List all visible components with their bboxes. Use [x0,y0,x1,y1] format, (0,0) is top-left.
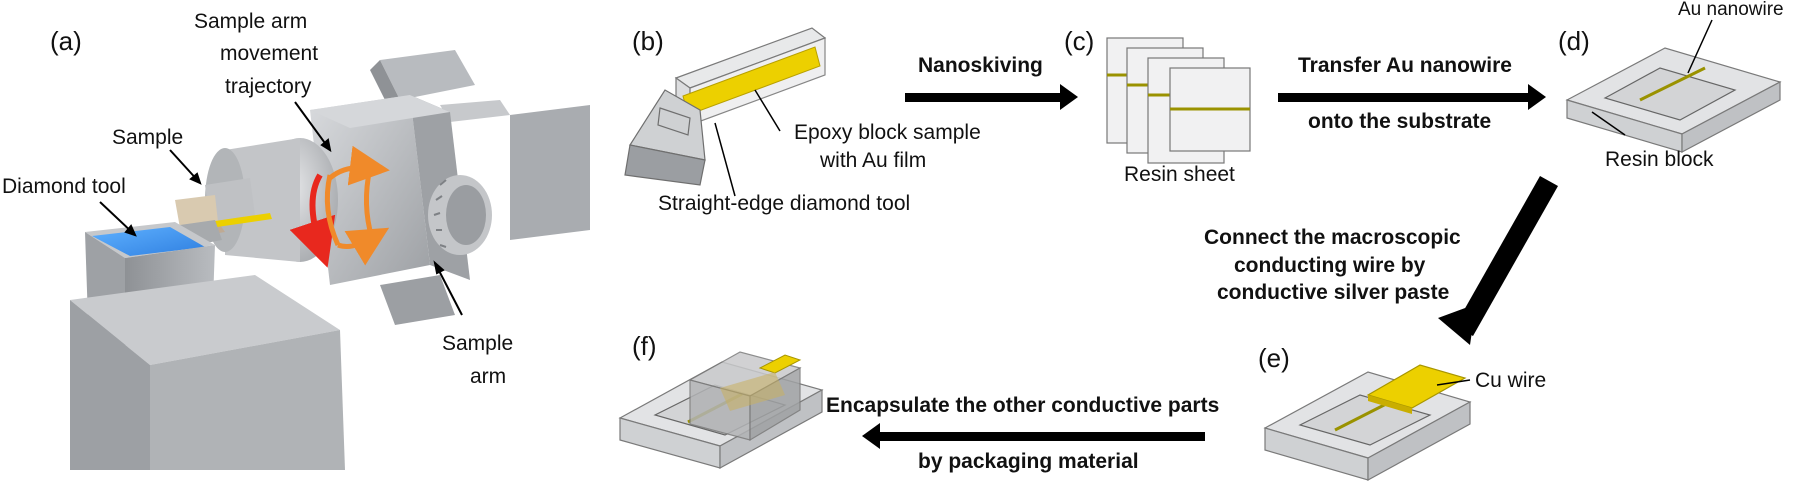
encapsulate-arrow [862,423,1205,449]
sample-arm-label-line2: arm [470,365,506,388]
epoxy-label-line2: with Au film [819,149,926,172]
transfer-arrow [1278,84,1546,110]
cu-wire-pointer [1436,379,1471,386]
encapsulate-label-line2: by packaging material [918,450,1139,473]
sample-label: Sample [112,126,183,149]
panel-f-letter: (f) [632,331,657,361]
transfer-label-line2: onto the substrate [1308,110,1491,133]
diamond-tool-label: Diamond tool [2,175,126,198]
connect-arrow [1438,176,1558,345]
sample-arm-label-line1: Sample [442,332,513,355]
panel-b-illustration [624,27,827,186]
connect-label-line1: Connect the macroscopic [1204,226,1461,249]
panel-a-illustration [70,50,590,470]
panel-d-illustration [1565,47,1782,153]
resin-sheet-label: Resin sheet [1124,163,1235,186]
panel-c-letter: (c) [1064,26,1094,56]
panel-d-pointers [1591,19,1713,136]
trajectory-label-line3: trajectory [225,75,312,98]
resin-block-label: Resin block [1605,148,1714,171]
epoxy-label-line1: Epoxy block sample [794,121,981,144]
trajectory-label-line2: movement [220,42,318,65]
cu-wire-label: Cu wire [1475,369,1546,392]
au-nanowire-label: Au nanowire [1678,0,1784,20]
panel-b-pointers [714,89,781,197]
panel-e-illustration [1263,364,1472,482]
panel-b-letter: (b) [632,26,664,56]
transfer-label-line1: Transfer Au nanowire [1298,54,1512,77]
encapsulate-label-line1: Encapsulate the other conductive parts [826,394,1219,417]
panel-f-illustration [618,351,824,470]
panel-d-letter: (d) [1558,26,1590,56]
connect-label-line2: conducting wire by [1234,254,1426,277]
panel-a-letter: (a) [50,26,82,56]
panel-e-letter: (e) [1258,343,1290,373]
tool-label: Straight-edge diamond tool [658,192,910,215]
trajectory-label-line1: Sample arm [194,10,307,33]
panel-a-pointers [99,101,463,316]
nanoskiving-arrow [905,84,1078,110]
panel-c-illustration [1106,37,1251,164]
connect-label-line3: conductive silver paste [1217,281,1449,304]
nanoskiving-label: Nanoskiving [918,54,1043,77]
